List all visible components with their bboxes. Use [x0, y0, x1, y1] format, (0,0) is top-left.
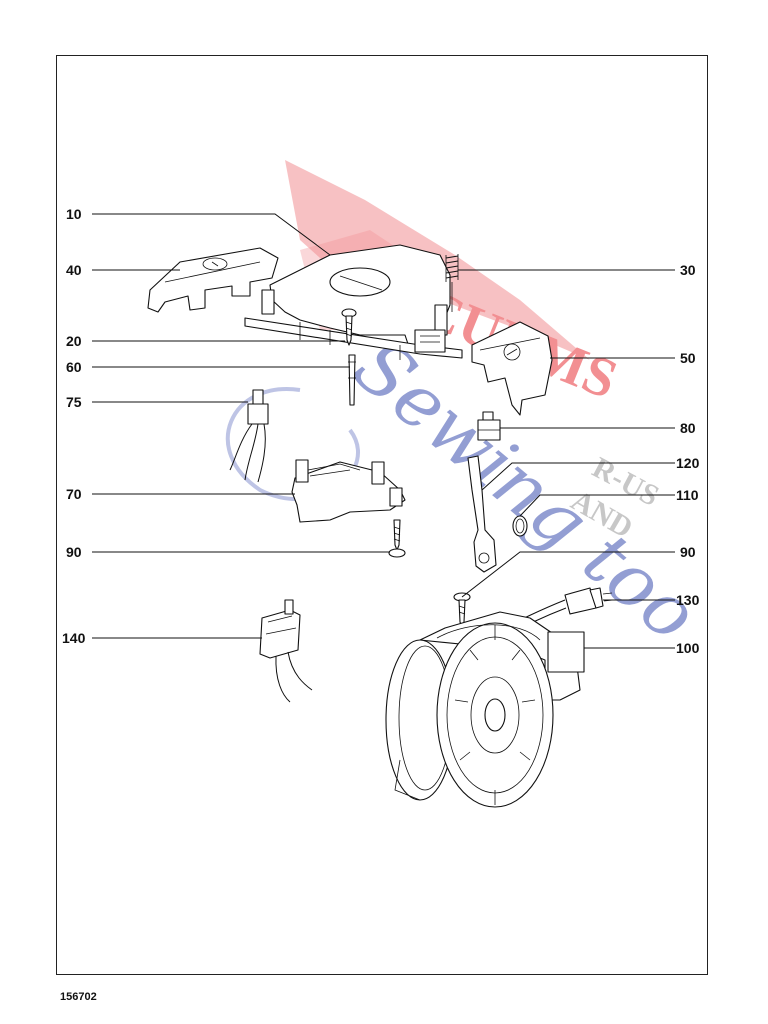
part-75-switch	[229, 389, 269, 483]
part-90-screw-a	[388, 519, 406, 558]
leader-90b	[461, 551, 675, 598]
leader-120	[481, 462, 675, 491]
leader-lines	[92, 213, 675, 649]
drawing-frame	[56, 55, 708, 975]
callouts: 10 40 20 60 75 70 90 140 30 50 80 120 11…	[62, 206, 700, 656]
leader-110	[519, 494, 675, 517]
callout-100: 100	[676, 640, 700, 656]
callout-60: 60	[66, 359, 82, 375]
callout-90-left: 90	[66, 544, 82, 560]
part-140-connector	[259, 599, 313, 703]
callout-70: 70	[66, 486, 82, 502]
callout-20: 20	[66, 333, 82, 349]
callout-80: 80	[680, 420, 696, 436]
part-60-pin	[348, 354, 356, 406]
callout-30: 30	[680, 262, 696, 278]
callout-90-right: 90	[680, 544, 696, 560]
part-30-spring	[445, 254, 459, 312]
document-number: 156702	[60, 991, 97, 1003]
part-100-cable-reel	[385, 611, 585, 808]
part-110-ring	[512, 515, 528, 537]
callout-50: 50	[680, 350, 696, 366]
leader-10	[92, 213, 331, 256]
part-40-cover	[147, 247, 279, 313]
callout-130: 130	[676, 592, 700, 608]
callout-40: 40	[66, 262, 82, 278]
callout-140: 140	[62, 630, 86, 646]
part-10-housing	[244, 244, 463, 360]
part-120-lever	[467, 455, 497, 573]
part-70-bracket	[291, 459, 406, 523]
callout-110: 110	[676, 487, 699, 503]
callout-10: 10	[66, 206, 82, 222]
part-80-switch	[477, 411, 501, 441]
callout-75: 75	[66, 394, 82, 410]
part-20-screw	[341, 308, 357, 346]
callout-120: 120	[676, 455, 700, 471]
watermark: VACUUMS R-US AND Sewing too	[226, 160, 714, 658]
part-50-cover	[471, 321, 553, 416]
